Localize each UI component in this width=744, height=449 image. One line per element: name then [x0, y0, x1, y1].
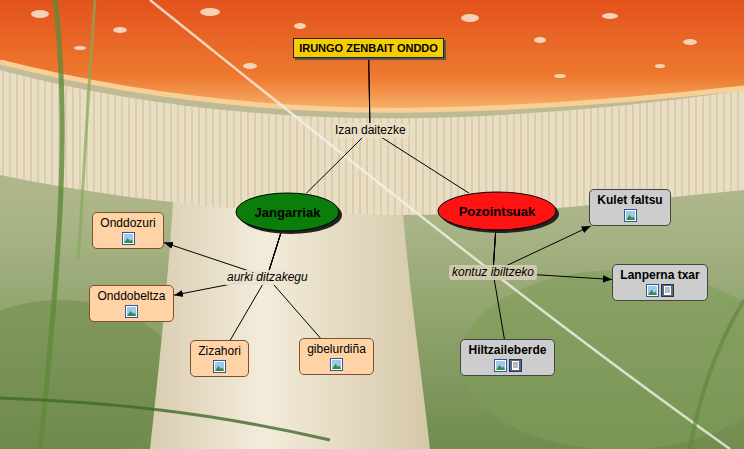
icon-row [624, 209, 637, 222]
grass-stalk [150, 0, 730, 449]
connector [493, 231, 504, 339]
grass-blade [690, 300, 744, 449]
node-text: Hiltzaileberde [468, 343, 546, 357]
icon-row [330, 358, 343, 371]
icon-row [125, 305, 138, 318]
node-text: gibelurdiña [307, 342, 366, 356]
ellipse-fill [236, 193, 339, 231]
node-content: Jangarriak [235, 192, 340, 232]
node-content: IRUNGO ZENBAIT ONDDO [294, 39, 443, 57]
title-box: IRUNGO ZENBAIT ONDDO [293, 38, 444, 58]
image-icon [624, 209, 637, 222]
node-text: Kulet faltsu [597, 193, 662, 207]
linking-phrase: Izan daitezke [332, 123, 409, 138]
node-content: Onddozuri [93, 213, 163, 248]
image-icon [122, 232, 135, 245]
poison-box: Kulet faltsu [589, 189, 671, 226]
linking-phrase: kontuz ibiltzeko [449, 265, 537, 280]
poison-box: Lanperna txar [612, 264, 708, 301]
icon-row [122, 232, 135, 245]
node-text: Zizahori [198, 344, 241, 358]
grass-blade [0, 398, 330, 440]
poison-box: Hiltzaileberde [460, 339, 555, 376]
connector [174, 232, 281, 295]
node-content: Hiltzaileberde [461, 340, 554, 375]
node-content: Pozointsuak [437, 191, 557, 231]
node-content: Onddobeltza [90, 286, 173, 321]
node-text: Onddozuri [100, 216, 155, 230]
image-icon [646, 284, 659, 297]
category-ellipse: Pozointsuak [437, 191, 557, 231]
image-icon [494, 359, 507, 372]
document-icon [509, 359, 522, 372]
edible-box: Onddobeltza [89, 285, 174, 322]
edible-box: gibelurdiña [299, 338, 374, 375]
node-content: gibelurdiña [300, 339, 373, 374]
edible-box: Onddozuri [92, 212, 164, 249]
cap-flecks [31, 8, 697, 78]
mushroom-cap [0, 0, 744, 110]
node-text: Pozointsuak [459, 204, 536, 219]
node-content: Zizahori [191, 341, 248, 376]
image-icon [213, 360, 226, 373]
document-icon [661, 284, 674, 297]
edible-box: Zizahori [190, 340, 249, 377]
category-ellipse: Jangarriak [235, 192, 340, 232]
node-text: Jangarriak [255, 205, 321, 220]
grass-blade [40, 0, 62, 449]
image-icon [125, 305, 138, 318]
connector [230, 232, 281, 340]
icon-row [213, 360, 226, 373]
icon-row [494, 359, 522, 372]
node-text: IRUNGO ZENBAIT ONDDO [299, 42, 438, 54]
ellipse-fill [438, 192, 556, 230]
node-text: Lanperna txar [620, 268, 699, 282]
icon-row [646, 284, 674, 297]
node-content: Kulet faltsu [590, 190, 670, 225]
linking-phrase: aurki ditzakegu [224, 270, 311, 285]
node-content: Lanperna txar [613, 265, 707, 300]
node-text: Onddobeltza [97, 289, 165, 303]
image-icon [330, 358, 343, 371]
cap-rim [0, 62, 744, 110]
